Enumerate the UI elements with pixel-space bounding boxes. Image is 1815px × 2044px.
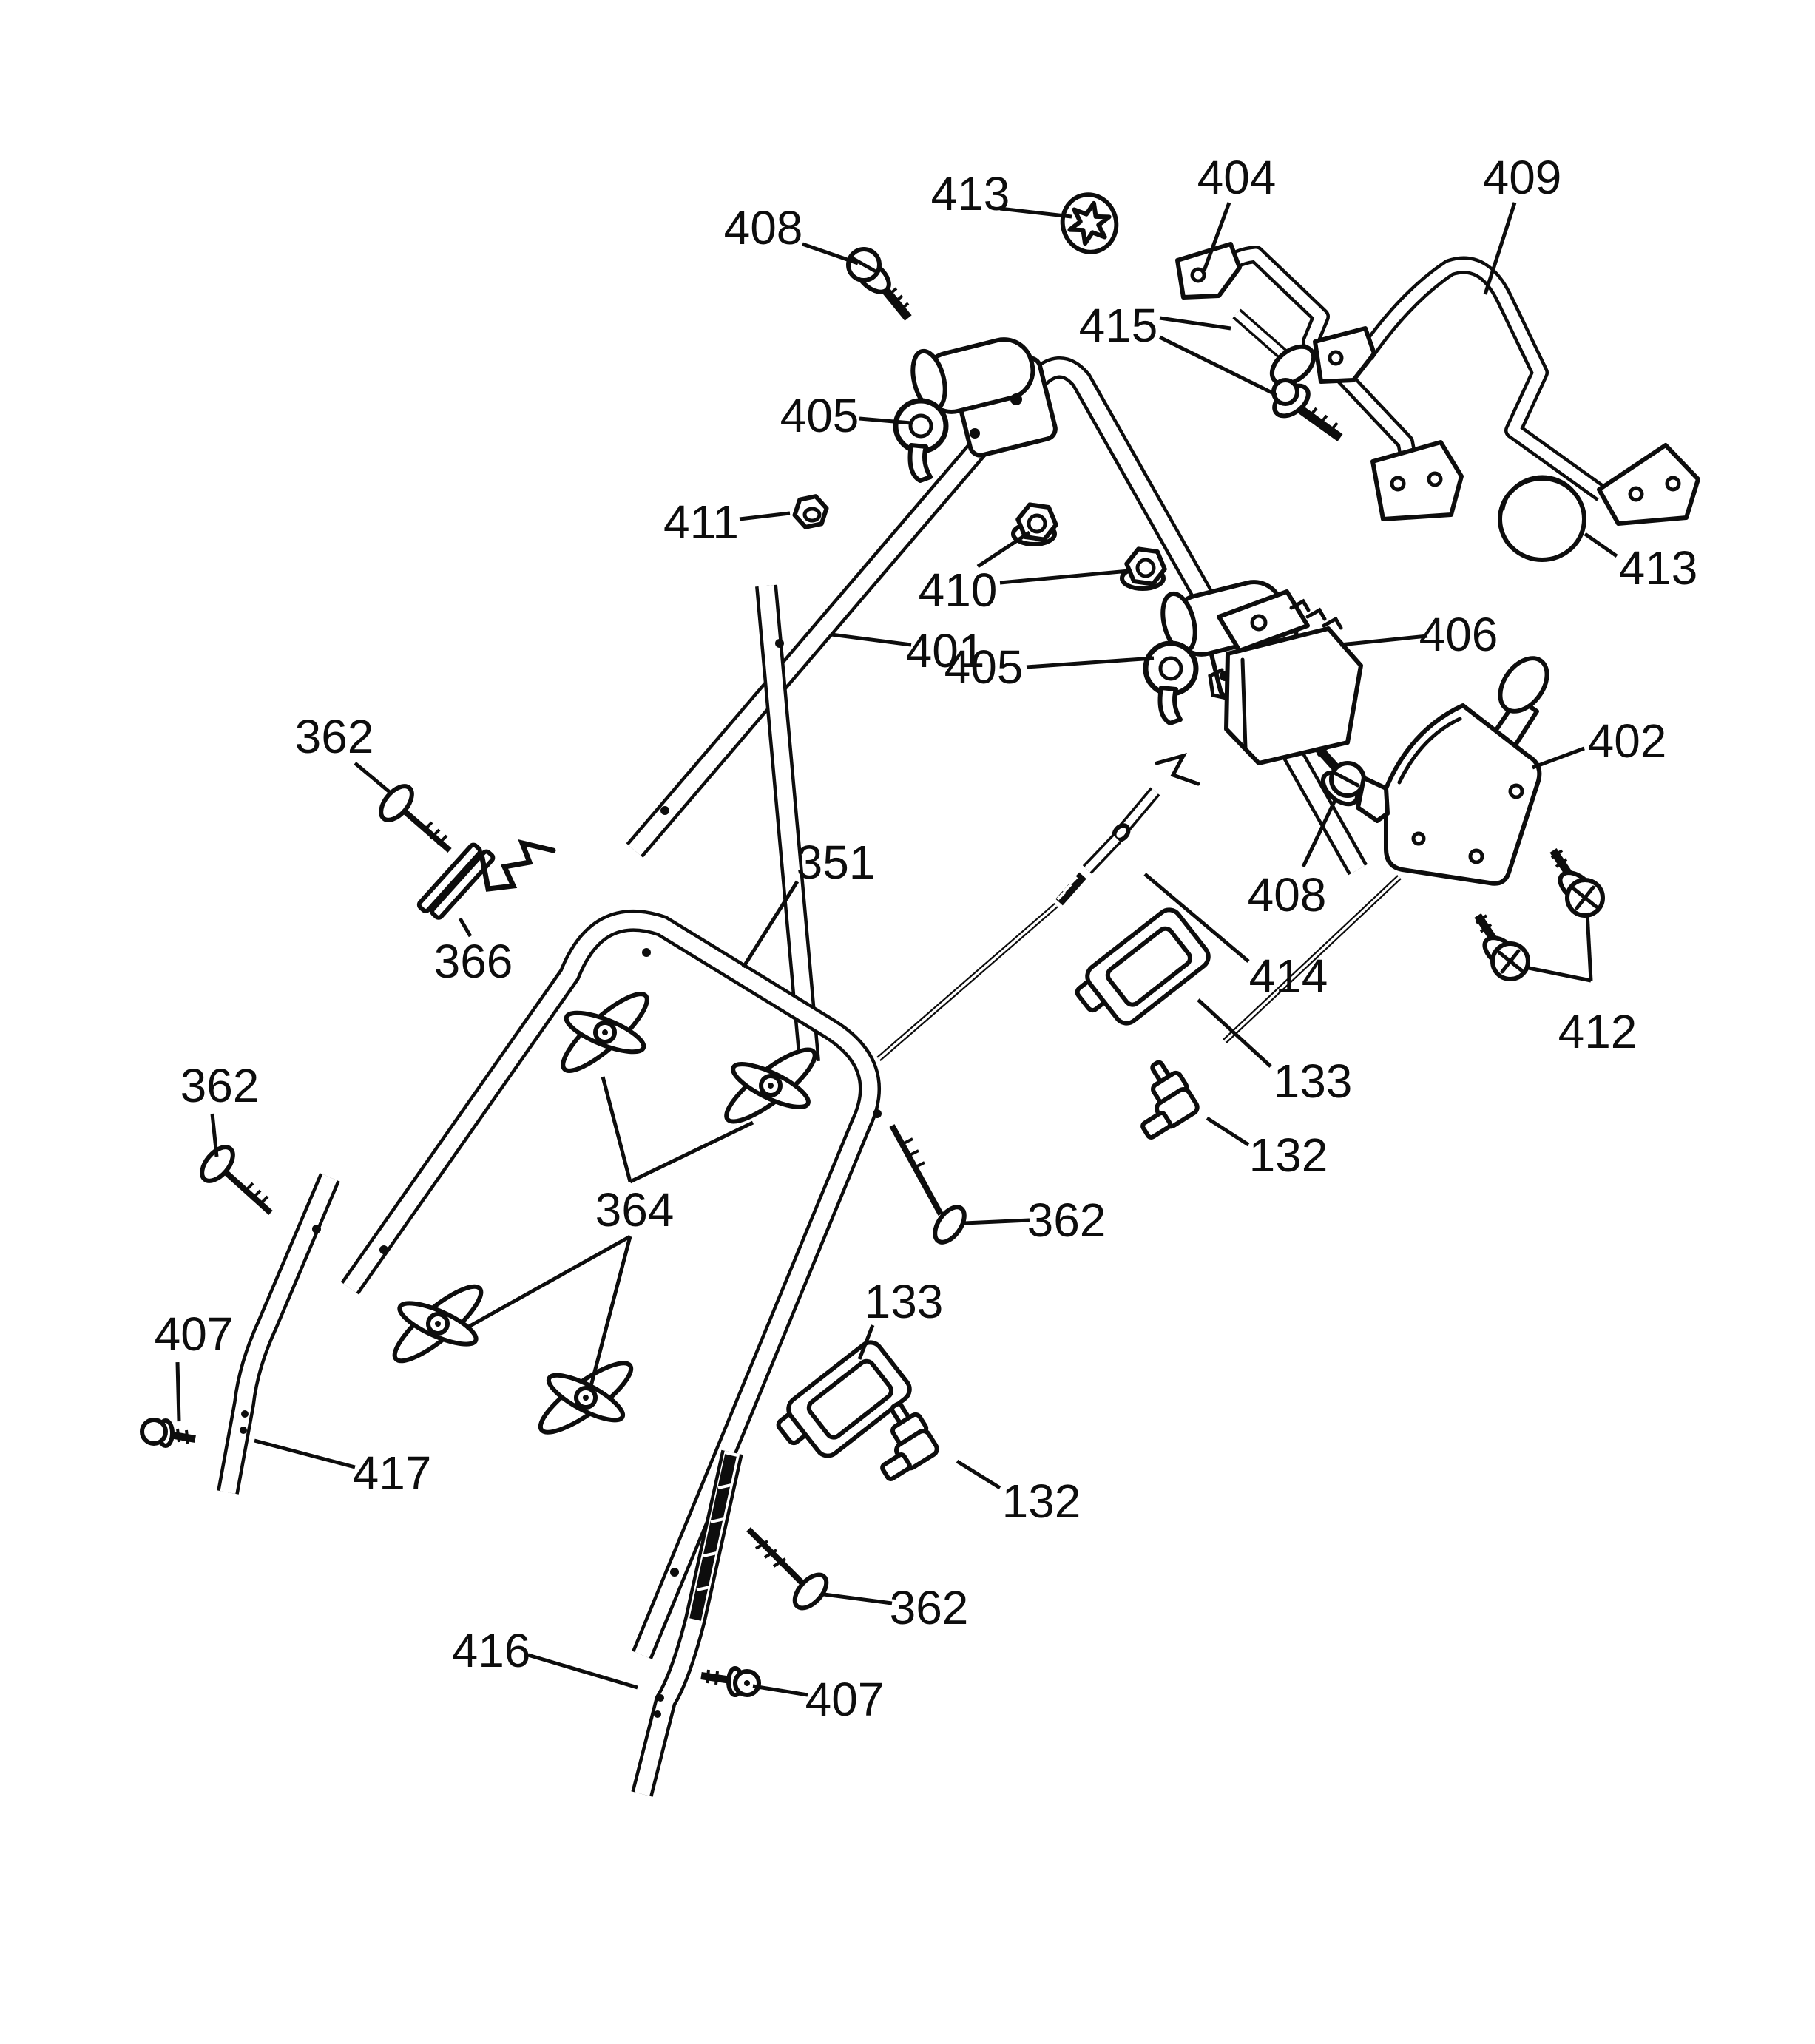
- part-screw-362-bottom: [746, 1527, 829, 1611]
- leader-line: [1483, 202, 1517, 295]
- leader-line: [1143, 873, 1250, 963]
- leader-line: [802, 242, 859, 265]
- part-callout-362[interactable]: 362: [180, 1059, 260, 1112]
- part-throttle-control-402: [1356, 656, 1549, 886]
- part-clip-133-upper: [1075, 907, 1211, 1026]
- part-screw-362-middle: [889, 1124, 967, 1245]
- part-bolt-407-left: [140, 1418, 196, 1448]
- part-callout-366[interactable]: 366: [434, 935, 513, 988]
- leader-line: [175, 1361, 181, 1422]
- part-callout-351[interactable]: 351: [797, 836, 876, 889]
- part-callout-362[interactable]: 362: [295, 710, 374, 763]
- part-callout-401[interactable]: 401: [906, 624, 985, 677]
- leader-line: [741, 880, 800, 969]
- part-hex-nut-410-right: [1120, 546, 1167, 591]
- part-clip-133-lower: [776, 1340, 912, 1458]
- part-callout-402[interactable]: 402: [1588, 714, 1667, 768]
- part-callout-406[interactable]: 406: [1419, 608, 1498, 661]
- leader-line: [739, 511, 791, 521]
- part-callout-133[interactable]: 133: [865, 1275, 944, 1328]
- part-throttle-cable-414: [876, 753, 1402, 1062]
- part-callout-408[interactable]: 408: [1248, 868, 1327, 921]
- part-clip-132-lower: [880, 1401, 939, 1481]
- part-bolt-415: [1271, 378, 1343, 441]
- leader-line: [831, 632, 912, 647]
- part-callout-417[interactable]: 417: [353, 1446, 432, 1500]
- leader-line: [1301, 797, 1338, 868]
- part-callout-407[interactable]: 407: [805, 1673, 885, 1726]
- leader-line: [1026, 656, 1155, 669]
- leader-line: [1202, 202, 1231, 271]
- part-bolt-407-bottom: [700, 1666, 761, 1697]
- part-screw-362-left: [200, 1145, 273, 1215]
- part-callout-132[interactable]: 132: [1002, 1475, 1081, 1528]
- leader-line: [956, 1459, 1001, 1490]
- part-switch-housing-406: [1208, 589, 1363, 765]
- part-callout-404[interactable]: 404: [1197, 151, 1277, 204]
- part-callout-416[interactable]: 416: [452, 1624, 531, 1677]
- part-bail-handle-409: [1313, 265, 1700, 526]
- part-lower-handle-loop-351: [350, 921, 882, 1655]
- leader-line: [1585, 912, 1593, 981]
- part-bail-handle-404: [1175, 242, 1464, 521]
- part-handle-clamp-405-left: [893, 337, 1058, 483]
- part-callout-133[interactable]: 133: [1274, 1055, 1353, 1108]
- part-callout-409[interactable]: 409: [1483, 151, 1562, 204]
- part-handle-tube-417: [228, 1177, 330, 1492]
- part-clip-132-upper: [1140, 1060, 1200, 1140]
- leader-line: [823, 1592, 893, 1605]
- part-handle-tube-416: [642, 1452, 732, 1794]
- part-callout-405[interactable]: 405: [944, 640, 1024, 694]
- leader-line: [976, 530, 1031, 569]
- part-callout-408[interactable]: 408: [724, 201, 803, 254]
- part-screws-412: [1474, 847, 1605, 981]
- part-callout-415[interactable]: 415: [1079, 299, 1158, 352]
- part-callout-362[interactable]: 362: [890, 1581, 969, 1634]
- leader-line: [1158, 335, 1278, 397]
- part-callout-413[interactable]: 413: [1619, 541, 1698, 595]
- part-callout-411[interactable]: 411: [663, 495, 739, 549]
- part-hex-nut-410-left: [1011, 502, 1058, 546]
- leader-line: [1206, 1116, 1250, 1147]
- leader-line: [601, 1076, 632, 1182]
- leader-line: [354, 762, 392, 794]
- leader-line: [254, 1438, 356, 1469]
- leader-line: [752, 1684, 808, 1697]
- leader-line: [527, 1653, 638, 1690]
- leader-line: [1532, 746, 1585, 770]
- leader-line: [999, 206, 1072, 219]
- leader-line: [464, 1234, 632, 1330]
- part-callout-410[interactable]: 410: [919, 564, 998, 617]
- leader-line: [1197, 998, 1272, 1068]
- part-callout-364[interactable]: 364: [595, 1183, 675, 1236]
- part-screw-362-upper-left: [379, 784, 452, 853]
- leader-line: [999, 569, 1129, 585]
- leader-line: [859, 416, 912, 425]
- part-lock-nut-411: [792, 494, 829, 529]
- part-callout-132[interactable]: 132: [1249, 1128, 1328, 1182]
- leader-line: [210, 1113, 219, 1157]
- part-callout-407[interactable]: 407: [155, 1307, 234, 1361]
- leader-line: [1524, 965, 1592, 983]
- part-star-washer-413: [1060, 192, 1119, 254]
- leader-line: [857, 1324, 875, 1360]
- leader-line: [1584, 532, 1618, 558]
- part-callout-412[interactable]: 412: [1558, 1005, 1637, 1058]
- part-cable-guide-366: [416, 839, 556, 920]
- leader-line: [588, 1236, 632, 1390]
- leader-line: [629, 1120, 754, 1184]
- part-cover-cap-413: [1498, 475, 1586, 562]
- part-callout-414[interactable]: 414: [1249, 950, 1328, 1003]
- leader-line: [964, 1218, 1030, 1225]
- part-screw-408-top: [846, 247, 912, 321]
- leader-line: [1339, 634, 1428, 647]
- leader-line: [1159, 316, 1231, 331]
- leader-line: [458, 917, 473, 938]
- part-clevis-pin-415: [1232, 308, 1317, 387]
- part-callout-362[interactable]: 362: [1027, 1194, 1106, 1247]
- part-callout-413[interactable]: 413: [931, 167, 1010, 220]
- part-callout-405[interactable]: 405: [780, 389, 859, 442]
